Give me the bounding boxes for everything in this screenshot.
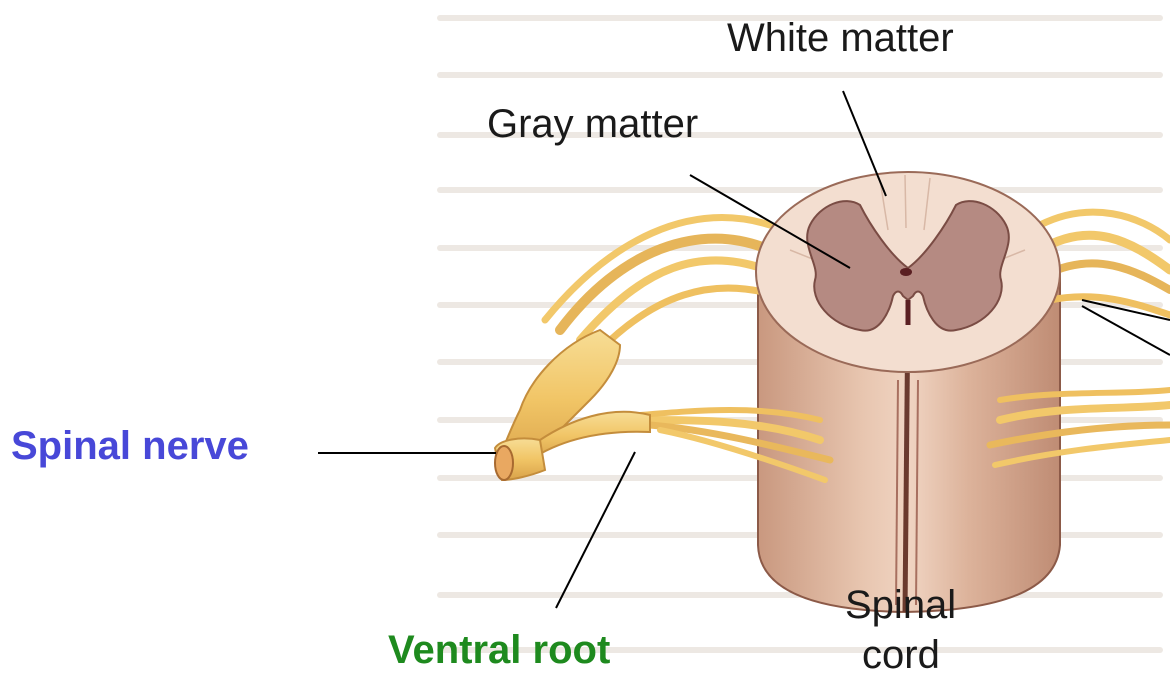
label-ventral-root: Ventral root <box>388 630 610 670</box>
label-spinal-cord-line2: cord <box>862 635 940 675</box>
spinal-cord-cross-section <box>756 172 1060 372</box>
spinal-nerve-cut-end <box>495 446 513 480</box>
label-white-matter: White matter <box>727 18 954 58</box>
label-spinal-nerve: Spinal nerve <box>11 426 249 466</box>
label-gray-matter: Gray matter <box>487 104 698 144</box>
central-canal <box>900 268 912 276</box>
label-spinal-cord-line1: Spinal <box>845 585 956 625</box>
